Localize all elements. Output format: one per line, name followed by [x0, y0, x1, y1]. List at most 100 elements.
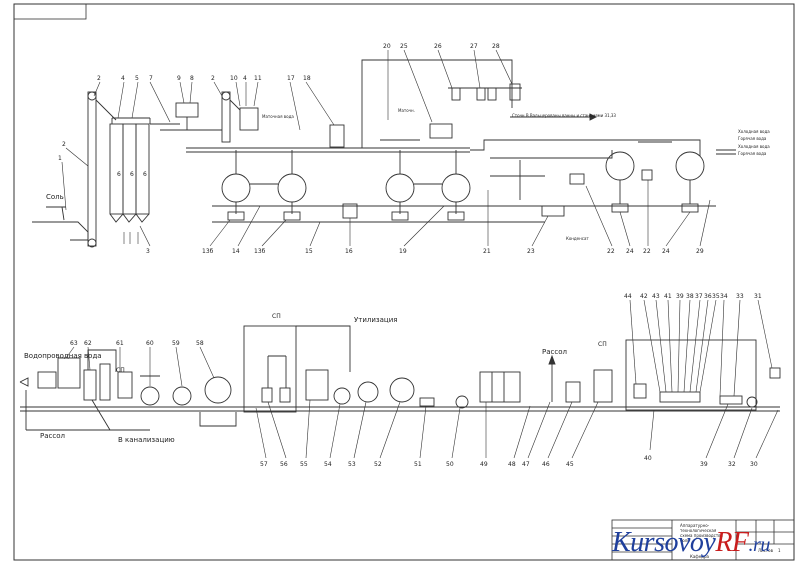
lower-top-callouts: 63 62 61 60 59 58 44 42 43 41 39 38 37 3…	[24, 293, 762, 444]
bucket-elevator	[87, 91, 97, 247]
callout-9: 9	[177, 75, 181, 82]
callout-7: 7	[149, 75, 153, 82]
callout-24a: 24	[626, 248, 634, 255]
title-line-2: технологическая	[680, 528, 717, 533]
callout-57: 57	[260, 461, 268, 468]
mother-liquor-note: Маточная вода	[262, 114, 294, 119]
upper-callouts: 2 4 5 7 9 8 2 10 4 11 17 18 20 25 26 27 …	[46, 43, 770, 241]
cold-water-2: Холодная вода	[738, 144, 770, 149]
reactor-59	[172, 386, 192, 406]
callout-17: 17	[287, 75, 295, 82]
reactor-58	[204, 376, 232, 404]
lower-line-group	[19, 325, 781, 431]
crystallizer-24	[675, 151, 705, 181]
upper-bottom-callouts: 3 13б 14 13б 15 16 19 21 23 22 24 22 24 …	[146, 248, 704, 255]
org-label: Кафедра	[690, 554, 709, 559]
callout-56: 56	[280, 461, 288, 468]
callout-61: 61	[116, 340, 124, 347]
reagent-block	[243, 325, 297, 413]
callout-26: 26	[434, 43, 442, 50]
callout-19: 19	[399, 248, 407, 255]
unit-45	[593, 369, 613, 403]
cold-water-1: Холодная вода	[738, 129, 770, 134]
callout-47: 47	[522, 461, 530, 468]
callout-30: 30	[750, 461, 758, 468]
callout-46: 46	[542, 461, 550, 468]
callout-42: 42	[640, 293, 648, 300]
reactor-60	[140, 386, 160, 406]
callout-15: 15	[305, 248, 313, 255]
callout-45: 45	[566, 461, 574, 468]
callout-2c: 2	[62, 141, 66, 148]
callout-38: 38	[686, 293, 694, 300]
lower-top-leaders	[65, 299, 773, 397]
callout-58: 58	[196, 340, 204, 347]
callout-36: 36	[704, 293, 712, 300]
callout-2b: 2	[211, 75, 215, 82]
callout-4a: 4	[121, 75, 125, 82]
watermark-brand-b: RF	[715, 527, 749, 558]
callout-35: 35	[712, 293, 720, 300]
callout-40: 40	[644, 455, 652, 462]
callout-55: 55	[300, 461, 308, 468]
callout-63: 63	[70, 340, 78, 347]
title-block	[611, 519, 795, 561]
callout-5: 5	[135, 75, 139, 82]
sheet-label: Листов	[758, 548, 774, 553]
callout-25: 25	[400, 43, 408, 50]
callout-59: 59	[172, 340, 180, 347]
callout-24b: 24	[662, 248, 670, 255]
callout-20: 20	[383, 43, 391, 50]
callout-13b-a: 13б	[202, 248, 214, 255]
salt-hopper	[32, 221, 89, 241]
sp-label-3: СП	[598, 341, 607, 348]
callout-16: 16	[345, 248, 353, 255]
callout-1: 1	[58, 155, 62, 162]
brine-left-label: Рассол	[40, 432, 65, 440]
callout-29: 29	[696, 248, 704, 255]
callout-62: 62	[84, 340, 92, 347]
callout-49: 49	[480, 461, 488, 468]
hot-water-2: Горячая вода	[738, 151, 767, 156]
sp-label-2: СП	[116, 367, 125, 374]
callout-8: 8	[190, 75, 194, 82]
callout-34: 34	[720, 293, 728, 300]
sp-label-1: СП	[272, 313, 281, 320]
callout-44: 44	[624, 293, 632, 300]
callout-31: 31	[754, 293, 762, 300]
evaporator-bank	[221, 150, 471, 221]
watermark-logo: KursovoyRF.ru	[612, 527, 797, 561]
watermark-brand-a: Kursovoy	[612, 527, 716, 558]
callout-18: 18	[303, 75, 311, 82]
outlet-note: Сточн В Вальцерованы ванны и станциями 3…	[512, 113, 616, 118]
title-line-1: Аппаратурно-	[680, 523, 710, 528]
callout-50: 50	[446, 461, 454, 468]
callout-13b-b: 13б	[254, 248, 266, 255]
silo-num-2: 6	[130, 171, 134, 178]
pump-50	[455, 395, 469, 409]
callout-48: 48	[508, 461, 516, 468]
upper-leaders	[61, 49, 513, 244]
watermark-tld: .ru	[748, 534, 771, 556]
callout-53: 53	[348, 461, 356, 468]
upper-line-group	[32, 59, 736, 248]
callout-22b: 22	[643, 248, 651, 255]
callout-43: 43	[652, 293, 660, 300]
callout-22a: 22	[607, 248, 615, 255]
callout-54: 54	[324, 461, 332, 468]
salt-label: Соль	[46, 193, 64, 201]
title-line-4: соли	[680, 538, 690, 543]
hot-water-1: Горячая вода	[738, 136, 767, 141]
water-tank	[37, 371, 57, 389]
condensate-trap	[541, 205, 565, 217]
callout-60: 60	[146, 340, 154, 347]
unit-49	[479, 371, 521, 403]
condensate-note: Конденсат	[566, 236, 589, 241]
utilization-label: Утилизация	[354, 316, 397, 324]
callout-37: 37	[695, 293, 703, 300]
mixer-unit	[239, 107, 259, 131]
sheet-frame	[13, 3, 795, 561]
brine-mid-label: Рассол	[542, 348, 567, 356]
callout-27: 27	[470, 43, 478, 50]
callout-28: 28	[492, 43, 500, 50]
